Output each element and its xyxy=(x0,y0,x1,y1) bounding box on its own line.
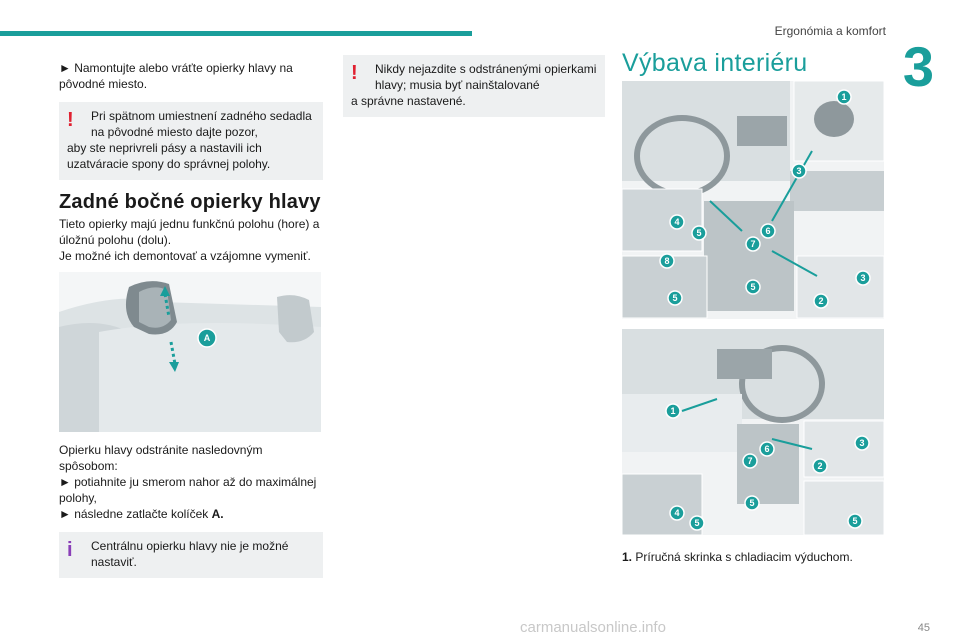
section-title: Ergonómia a komfort xyxy=(774,24,886,38)
callout-bottom-5c: 5 xyxy=(852,516,857,526)
callout-bottom-5a: 5 xyxy=(694,518,699,528)
warning-box-belts: ! Pri spätnom umiestnení zadného sedadla… xyxy=(59,102,323,180)
info-text-rest: nastaviť. xyxy=(91,555,137,569)
callout-top-2: 2 xyxy=(818,296,823,306)
caption-number: 1. xyxy=(622,550,633,564)
info-icon: i xyxy=(67,539,73,561)
interior-fittings-heading: Výbava interiéru xyxy=(622,49,808,77)
callout-bottom-3: 3 xyxy=(859,438,864,448)
warning-text-rest: a správne nastavené. xyxy=(351,94,466,108)
callout-top-5c: 5 xyxy=(672,293,677,303)
warning-text-first: Pri spätnom umiestnení zadného sedadla n… xyxy=(91,109,312,139)
warning-text-first: Nikdy nejazdite s odstránenými opierkami… xyxy=(375,62,597,92)
callout-top-3: 3 xyxy=(796,166,801,176)
callout-top-1: 1 xyxy=(841,92,846,102)
info-box-center-headrest: i Centrálnu opierku hlavy nie je možné n… xyxy=(59,532,323,578)
caption-item-1: 1. Príručná skrinka s chladiacim výducho… xyxy=(622,549,884,565)
removal-step-2: ► následne zatlačte kolíček A. xyxy=(59,506,323,522)
headrest-figure: A xyxy=(59,272,321,432)
callout-top-5a: 5 xyxy=(696,228,701,238)
intro-line-1: Tieto opierky majú jednu funkčnú polohu … xyxy=(59,217,320,247)
removal-step-2-text: ► následne zatlačte kolíček xyxy=(59,507,209,521)
chapter-number: 3 xyxy=(902,35,934,98)
callout-bottom-5b: 5 xyxy=(749,498,754,508)
removal-intro: Opierku hlavy odstránite nasledovným spô… xyxy=(59,443,263,473)
column-middle: ! Nikdy nejazdite s odstránenými opierka… xyxy=(343,55,605,117)
warning-text-rest: aby ste neprivreli pásy a nastavili ich … xyxy=(67,141,271,171)
page-number: 45 xyxy=(917,622,930,634)
callout-top-8: 8 xyxy=(664,256,669,266)
rear-headrests-heading: Zadné bočné opierky hlavy xyxy=(59,191,321,213)
caption-text: Príručná skrinka s chladiacim výduchom. xyxy=(635,550,853,564)
callout-bottom-1: 1 xyxy=(670,406,675,416)
info-text-first: Centrálnu opierku hlavy nie je možné xyxy=(91,539,289,553)
callout-top-4: 4 xyxy=(674,217,679,227)
callout-bottom-6: 6 xyxy=(764,444,769,454)
callout-top-7: 7 xyxy=(750,239,755,249)
column-left: ► Namontujte alebo vráťte opierky hlavy … xyxy=(59,60,323,578)
callout-bottom-4: 4 xyxy=(674,508,679,518)
header-accent-bar xyxy=(0,31,472,36)
warning-box-headrests: ! Nikdy nejazdite s odstránenými opierka… xyxy=(343,55,605,117)
figure-label-a: A xyxy=(204,333,211,343)
column-right: Výbava interiéru 1 3 4 5 6 7 8 5 3 2 5 xyxy=(621,49,885,565)
removal-step-2-key: A. xyxy=(211,507,224,521)
warning-icon: ! xyxy=(67,109,74,131)
callout-bottom-7: 7 xyxy=(747,456,752,466)
warning-icon: ! xyxy=(351,62,358,84)
intro-line-2: Je možné ich demontovať a vzájomne vymen… xyxy=(59,249,311,263)
callout-top-6: 6 xyxy=(765,226,770,236)
callout-top-5b: 5 xyxy=(750,282,755,292)
interior-figure-bottom: 1 6 7 3 2 4 5 5 5 xyxy=(622,329,884,535)
step-mount: ► Namontujte alebo vráťte opierky hlavy … xyxy=(59,61,293,91)
removal-step-1: ► potiahnite ju smerom nahor až do maxim… xyxy=(59,475,317,505)
callout-bottom-2: 2 xyxy=(817,461,822,471)
watermark: carmanualsonline.info xyxy=(520,619,666,636)
interior-figure-top: 1 3 4 5 6 7 8 5 3 2 5 xyxy=(621,80,885,322)
callout-top-3b: 3 xyxy=(860,273,865,283)
